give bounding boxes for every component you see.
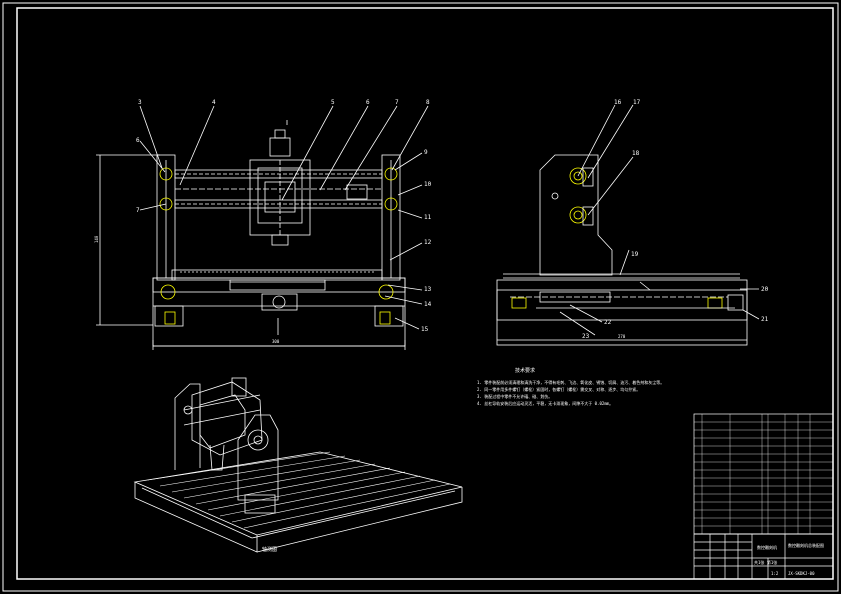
callout-7: 7 — [395, 99, 399, 106]
callout-8: 8 — [426, 99, 430, 106]
callout-3: 3 — [138, 99, 142, 106]
tech-req-line-3: 3. 装配过程中零件不允许磕、碰、划伤。 — [477, 393, 552, 399]
callout-12: 12 — [424, 239, 432, 246]
dim-front-width: 300 — [272, 339, 280, 344]
callout-16: 16 — [614, 99, 622, 106]
callout-6: 6 — [366, 99, 370, 106]
dim-front-height: 140 — [94, 235, 99, 243]
scale-value: 1:2 — [771, 571, 779, 576]
bom-grid — [694, 414, 833, 534]
tech-req-line-2: 2. 同一零件用多件螺钉（螺栓）紧固时，各螺钉（螺栓）需交叉、对称、逐步、均匀拧… — [477, 386, 640, 392]
front-view-labels: 3 4 5 6 7 8 6 7 9 10 11 12 13 14 15 300 … — [94, 99, 432, 344]
isometric-view — [133, 377, 463, 553]
callout-19: 19 — [631, 251, 639, 258]
sheet-count: 共1张 第1张 — [754, 559, 777, 565]
drawing-name: 数控雕刻机总装配图 — [788, 542, 824, 548]
callout-23: 23 — [582, 333, 590, 340]
callout-15: 15 — [421, 326, 429, 333]
callout-5: 5 — [331, 99, 335, 106]
iso-view-caption: 轴测图 — [262, 546, 277, 553]
callout-20: 20 — [761, 286, 769, 293]
tech-req-title: 技术要求 — [515, 367, 535, 374]
callout-22: 22 — [604, 319, 612, 326]
callout-6b: 6 — [136, 137, 140, 144]
callout-14: 14 — [424, 301, 432, 308]
title-block-text: 数控雕刻机 数控雕刻机总装配图 1:2 共1张 第1张 JX-SKDKJ-00 — [754, 542, 824, 576]
callout-13: 13 — [424, 286, 432, 293]
material-label: 数控雕刻机 — [757, 544, 777, 550]
drawing-number: JX-SKDKJ-00 — [788, 571, 815, 576]
side-view-labels: 16 17 18 19 20 21 22 23 270 — [582, 99, 769, 340]
side-view — [496, 104, 760, 346]
callout-10: 10 — [424, 181, 432, 188]
front-view — [96, 105, 429, 350]
callout-4: 4 — [212, 99, 216, 106]
inner-border — [16, 7, 834, 580]
callout-17: 17 — [633, 99, 641, 106]
callout-7b: 7 — [136, 207, 140, 214]
callout-9: 9 — [424, 149, 428, 156]
tech-req-line-4: 4. 丝杠导轨安装后应运动灵活，平稳，无卡滞现象，间隙不大于 0.02mm。 — [477, 400, 613, 406]
callout-11: 11 — [424, 214, 432, 221]
callout-18: 18 — [632, 150, 640, 157]
technical-requirements: 技术要求 1. 零件装配前必须清理和清洗干净，不得有毛刺、飞边、氧化皮、锈蚀、切… — [477, 367, 664, 406]
callout-21: 21 — [761, 316, 769, 323]
title-block — [693, 413, 834, 580]
tech-req-line-1: 1. 零件装配前必须清理和清洗干净，不得有毛刺、飞边、氧化皮、锈蚀、切屑、油污、… — [477, 379, 664, 385]
dim-side-width: 270 — [618, 334, 626, 339]
